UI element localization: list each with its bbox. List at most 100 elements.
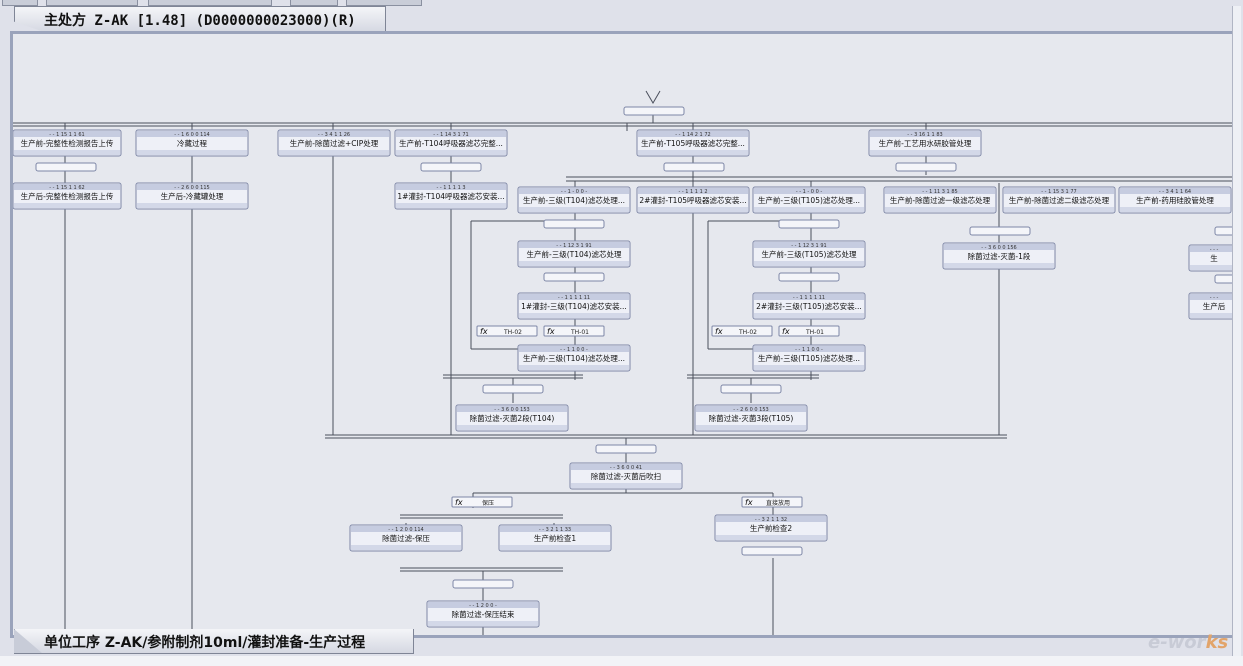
vertical-scrollbar[interactable] [1232,6,1241,656]
junction-bar[interactable] [543,219,605,229]
step-counters: - - 1 2 0 0 - [469,603,497,609]
junction-bar[interactable] [1214,226,1232,236]
fx-icon: fx [480,327,488,336]
step-counters: - - 1 12 3 1 91 [556,243,591,249]
condition-label: TH-02 [503,329,522,336]
junction-bar[interactable] [895,162,957,172]
junction-bar[interactable] [741,546,803,556]
step-counters: - - 1 - 0 0 - [796,189,822,195]
fx-icon: fx [715,327,723,336]
window-title: 主处方 Z-AK [1.48] (D0000000023000)(R) [44,13,356,29]
process-step-node[interactable]: - - 1 1 1 1 31#灌封-T104呼吸器滤芯安装... [394,182,508,210]
step-label: 生产前检查2 [750,523,792,533]
step-counters: - - - [1210,295,1219,301]
step-label: 生产前-三级(T105)滤芯处理... [758,195,860,205]
condition-label: TH-02 [738,329,757,336]
step-label: 生产前-三级(T105)滤芯处理 [762,249,857,259]
step-label: 2#灌封-T105呼吸器滤芯安装... [639,195,746,205]
logo-accent: ks [1205,632,1229,653]
step-counters: - - 3 2 1 1 32 [755,517,787,523]
process-step-node[interactable]: - - -生 [1188,244,1232,272]
step-label: 生 [1210,253,1218,263]
junction-bar[interactable] [595,444,657,454]
junction-bar[interactable] [420,162,482,172]
process-step-node[interactable]: - - 1 1 0 0 -生产前-三级(T105)滤芯处理... [752,344,866,372]
step-counters: - - - [1210,247,1219,253]
process-step-node[interactable]: - - 1 1 1 1 22#灌封-T105呼吸器滤芯安装... [636,186,750,214]
step-counters: - - 3 4 1 1 26 [318,132,350,138]
step-counters: - - 1 1 1 1 11 [558,295,590,301]
step-counters: - - 1 15 1 1 62 [49,185,84,191]
junction-bar[interactable] [969,226,1031,236]
condition-node[interactable]: fx TH-02 [476,325,538,337]
start-marker-icon [645,90,661,104]
step-label: 除菌过滤-灭菌2段(T104) [470,413,555,423]
step-label: 生产后-冷藏罐处理 [161,191,224,201]
top-tab-5[interactable] [346,0,422,6]
step-counters: - - 1 - 0 0 - [561,189,587,195]
top-tab-3[interactable] [148,0,272,6]
junction-bar[interactable] [1214,274,1232,284]
top-tab-1[interactable] [2,0,38,6]
process-step-node[interactable]: - - 1 1 1 1 111#灌封-三级(T104)滤芯安装... [517,292,631,320]
junction-bar[interactable] [35,162,97,172]
step-counters: - - 1 14 3 1 71 [433,132,468,138]
fx-icon: fx [782,327,790,336]
condition-node[interactable]: fx TH-02 [711,325,773,337]
step-label: 2#灌封-三级(T105)滤芯安装... [756,301,862,311]
step-label: 生产前-T105呼吸器滤芯完整... [641,138,745,148]
process-step-node[interactable]: - - 1 2 0 0 -除菌过滤-保压结束 [426,600,540,628]
step-label: 生产前检查1 [534,533,576,543]
process-step-node[interactable]: - - 1 - 0 0 -生产前-三级(T104)滤芯处理... [517,186,631,214]
step-counters: - - 1 1 1 1 3 [436,185,465,191]
process-step-node[interactable]: - - 1 1 1 1 112#灌封-三级(T105)滤芯安装... [752,292,866,320]
step-label: 除菌过滤-保压结束 [452,609,515,619]
junction-bar[interactable] [482,384,544,394]
junction-bar[interactable] [778,272,840,282]
step-counters: - - 2 6 0 0 153 [733,407,768,413]
process-step-node[interactable]: - - -生产后 [1188,292,1232,320]
top-tab-2[interactable] [46,0,138,6]
process-step-node[interactable]: - - 1 14 3 1 71生产前-T104呼吸器滤芯完整... [394,129,508,157]
condition-label: 直接放用 [766,499,790,507]
top-tab-4[interactable] [290,0,338,6]
process-step-node[interactable]: - - 1 - 0 0 -生产前-三级(T105)滤芯处理... [752,186,866,214]
subtitle-tab[interactable] [14,629,414,654]
step-label: 1#灌封-三级(T104)滤芯安装... [521,301,627,311]
window-title-tab[interactable] [14,6,386,32]
process-step-node[interactable]: - - 1 1 0 0 -生产前-三级(T104)滤芯处理... [517,344,631,372]
eworks-logo: e-works [1148,632,1228,653]
junction-bar[interactable] [452,579,514,589]
process-step-node[interactable]: - - 1 14 2 1 72生产前-T105呼吸器滤芯完整... [636,129,750,157]
junction-bar[interactable] [623,106,685,116]
step-counters: - - 1 14 2 1 72 [675,132,710,138]
junction-bar[interactable] [543,272,605,282]
junction-bar[interactable] [663,162,725,172]
junction-bar[interactable] [778,219,840,229]
junction-bar[interactable] [720,384,782,394]
step-counters: - - 3 16 1 1 83 [907,132,942,138]
